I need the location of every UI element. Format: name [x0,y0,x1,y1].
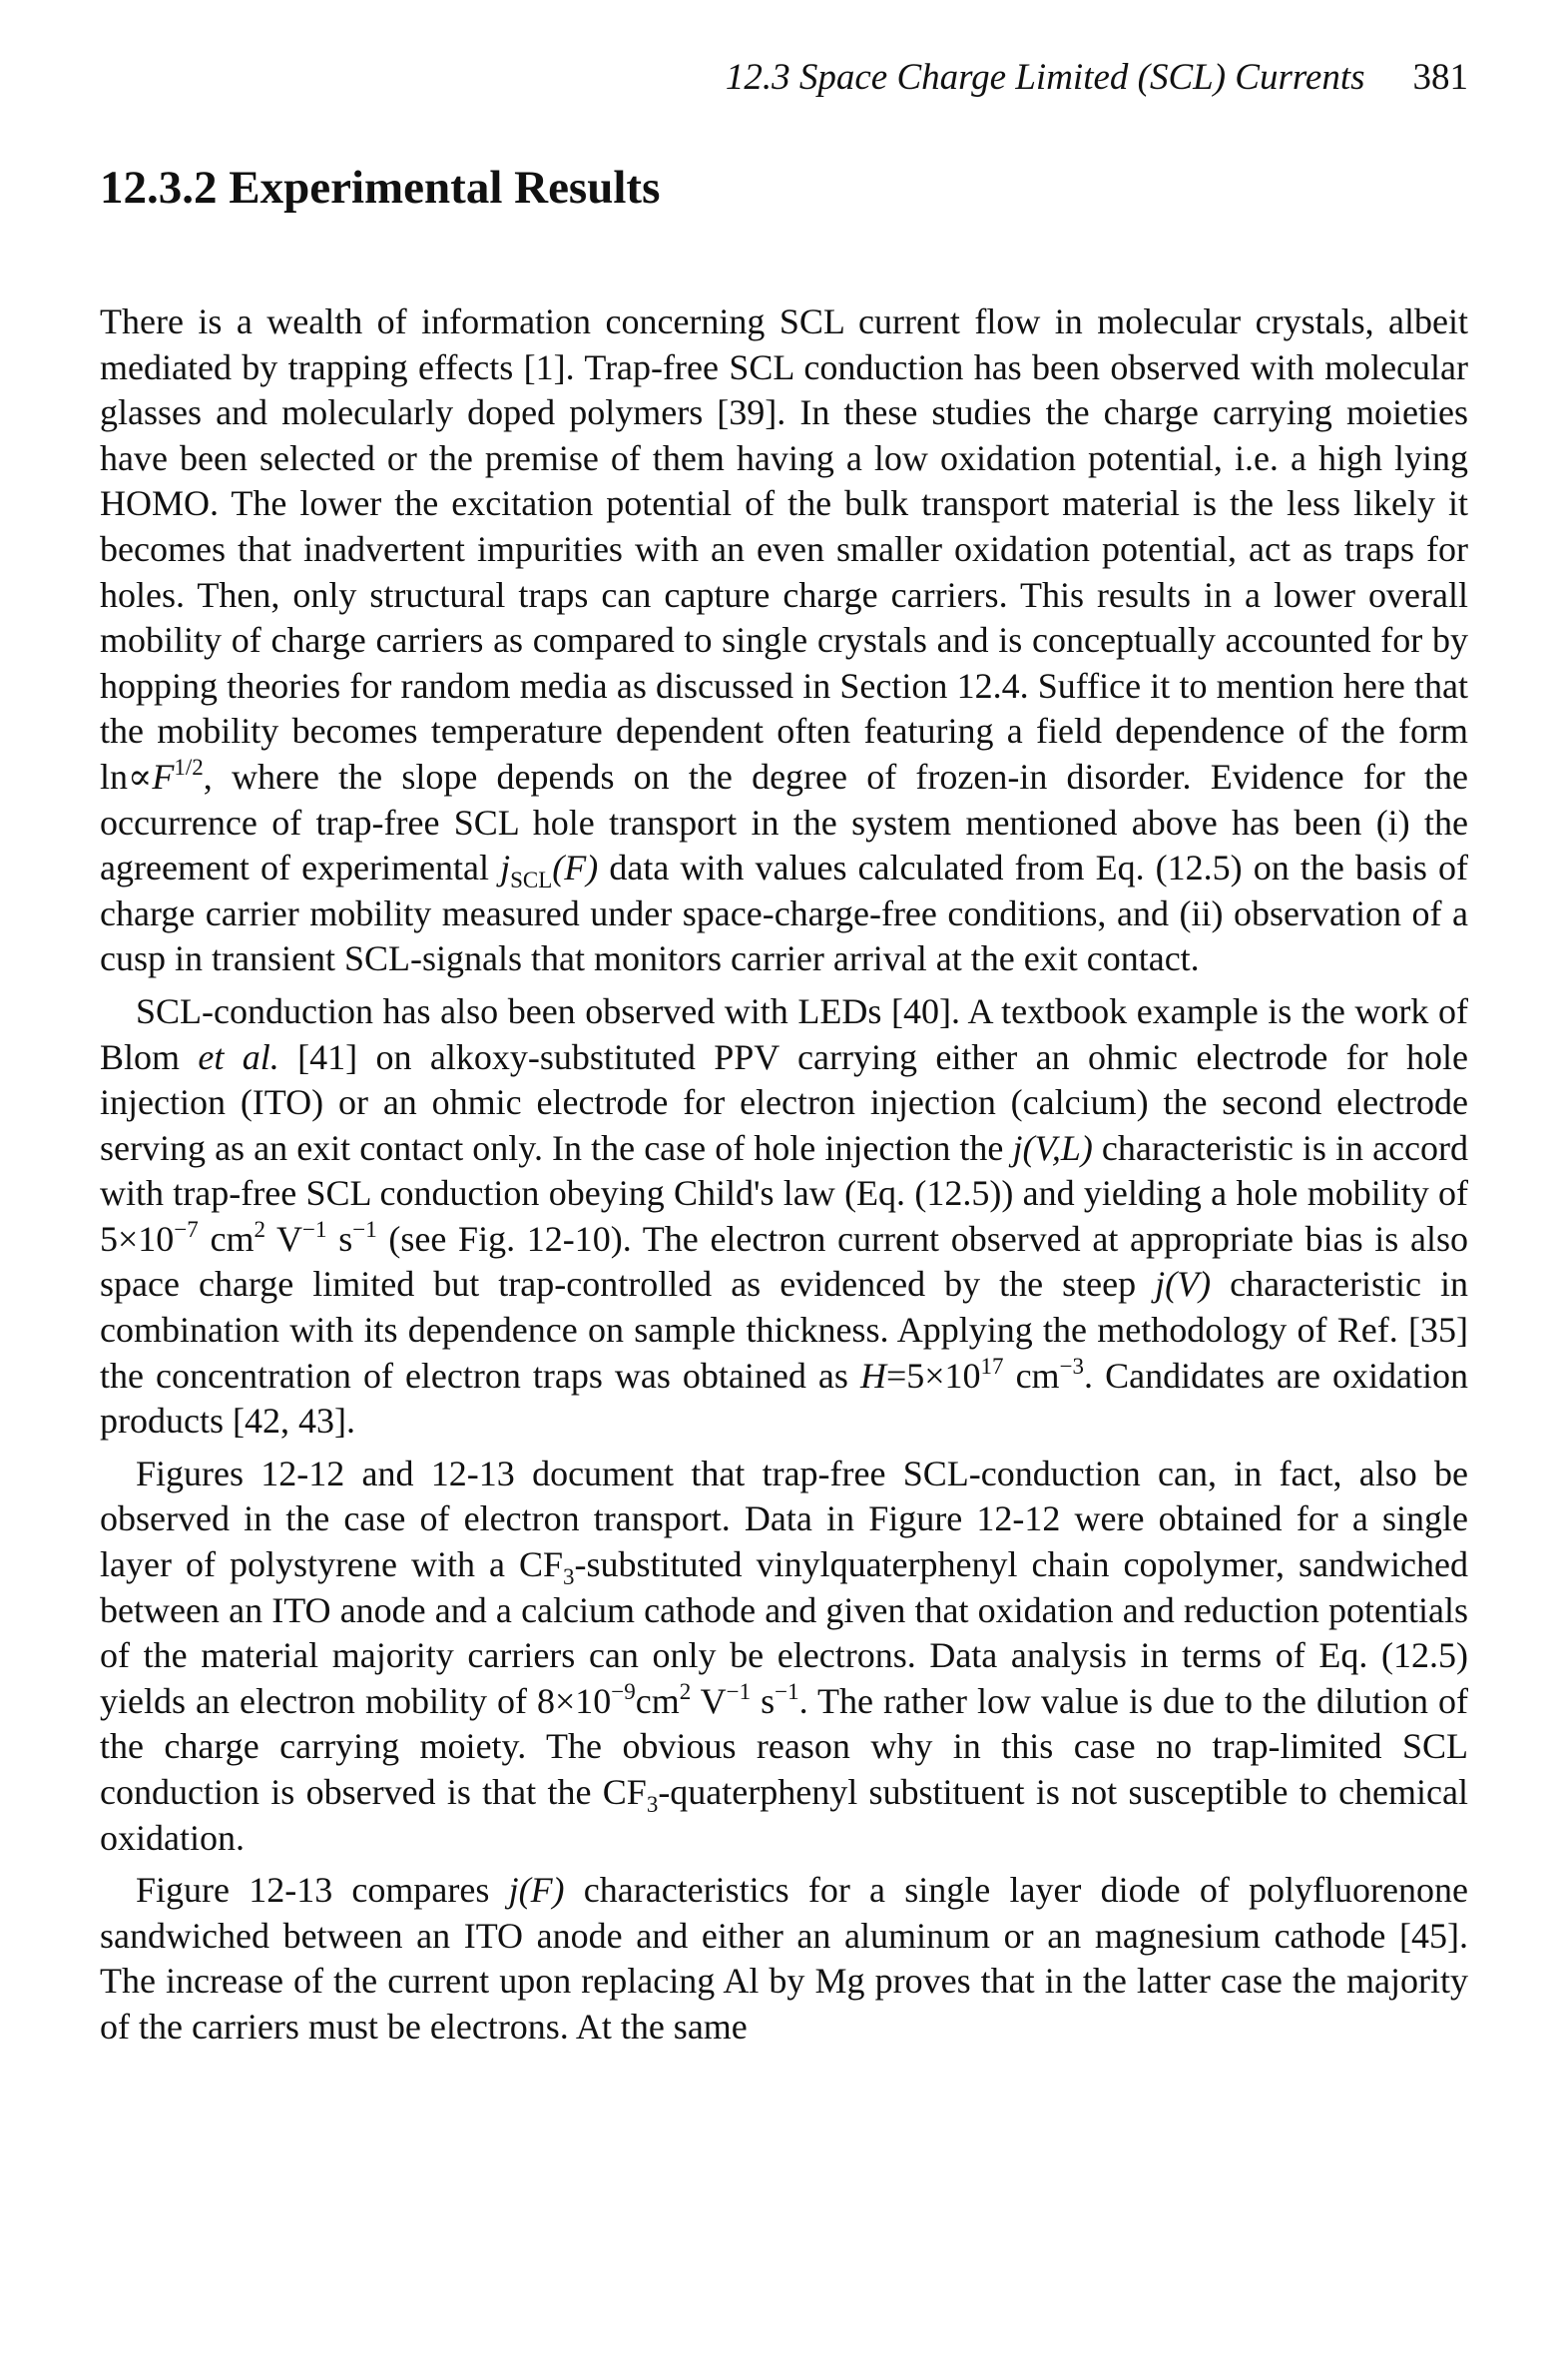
p2-jvl-symbol: j(V,L) [1012,1127,1093,1168]
p2-text-3: characteristic is in accord with trap-fr… [100,1127,1468,1259]
p3-exponent-1: −9 [611,1678,636,1704]
p3-text-3: . The rather low value is due to the dil… [100,1680,1468,1812]
p2-exponent-6: −3 [1059,1353,1085,1379]
p2-unit-cm: cm [198,1218,255,1259]
page-number: 381 [1412,57,1469,98]
p2-exponent-2: 2 [254,1216,265,1242]
p2-et-al: et al. [198,1036,279,1077]
p3-text-1: Figures 12-12 and 12-13 document that tr… [100,1453,1468,1585]
p2-exponent-5: 17 [980,1353,1004,1379]
paragraph-1: There is a wealth of information concern… [100,299,1468,982]
p1-field-symbol: F [152,756,175,797]
paragraph-4: Figure 12-13 compares j(F) characteristi… [100,1868,1468,2050]
p2-unit-s: s [326,1218,353,1259]
p3-exponent-2: 2 [679,1678,692,1704]
p4-text-2: characteristics for a single layer diode… [100,1870,1468,2047]
p2-jv-symbol: j(V) [1155,1264,1212,1305]
p1-text-1: There is a wealth of information concern… [100,301,1468,797]
section-heading: 12.3.2 Experimental Results [100,162,661,214]
p2-text-1: SCL-conduction has also been observed wi… [100,990,1468,1077]
body-text: There is a wealth of information concern… [100,299,1468,2058]
p1-proportional-symbol: ∝ [128,756,153,797]
running-head: 12.3 Space Charge Limited (SCL) Currents… [570,56,1468,100]
p2-text-7: . Candidates are oxidation products [42,… [100,1355,1469,1442]
p3-unit-cm: cm [635,1680,680,1721]
p4-jf-symbol: j(F) [508,1870,565,1911]
p1-current-subscript: SCL [510,868,553,893]
paragraph-3: Figures 12-12 and 12-13 document that tr… [100,1452,1468,1861]
p1-field-exponent: 1/2 [174,754,204,780]
p2-exponent-1: −7 [174,1216,199,1242]
p2-exponent-3: −1 [302,1216,327,1242]
p2-text-6: =5×10 [885,1355,981,1396]
p1-current-symbol: j [500,848,511,888]
p3-subscript-2: 3 [646,1792,659,1818]
p3-unit-v: V [691,1680,727,1721]
p3-text-2: -substituted vinylquaterphenyl chain cop… [100,1544,1468,1721]
running-head-title: 12.3 Space Charge Limited (SCL) Currents [725,57,1365,98]
p2-unit-cm-2: cm [1003,1355,1060,1396]
p2-exponent-4: −1 [352,1216,377,1242]
paragraph-2: SCL-conduction has also been observed wi… [100,989,1468,1445]
p3-text-4: -quaterphenyl substituent is not suscept… [100,1772,1468,1858]
p4-text-1: Figure 12-13 compares [136,1870,509,1911]
p1-text-3: data with values calculated from Eq. (12… [100,848,1468,979]
p2-unit-v: V [264,1218,303,1259]
p1-text-2: , where the slope depends on the degree … [100,756,1468,888]
p2-h-symbol: H [859,1355,886,1396]
p2-text-4: (see Fig. 12-10). The electron current o… [100,1218,1468,1305]
p3-subscript-1: 3 [563,1564,575,1590]
p3-exponent-3: −1 [726,1678,752,1704]
p3-unit-s: s [751,1680,776,1721]
p1-current-argument: (F) [552,848,599,888]
p3-exponent-4: −1 [775,1678,799,1704]
book-page: 12.3 Space Charge Limited (SCL) Currents… [100,0,1468,2357]
p2-text-5: characteristic in combination with its d… [100,1264,1468,1396]
p2-text-2: [41] on alkoxy-substituted PPV carrying … [100,1036,1469,1168]
